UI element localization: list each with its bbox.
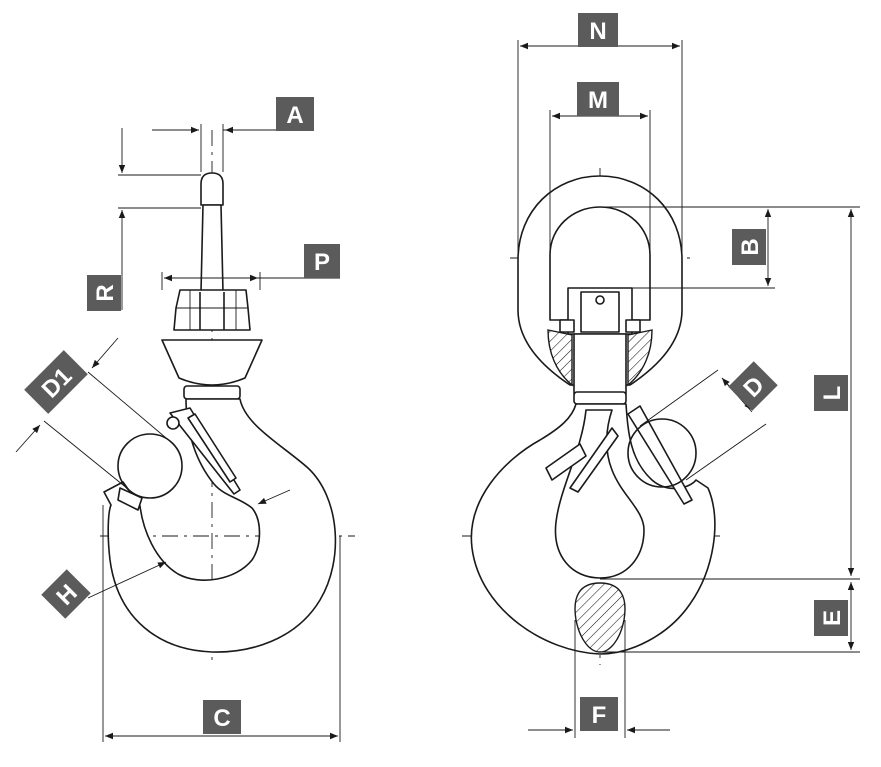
svg-text:F: F <box>592 702 607 729</box>
label-F: F <box>580 697 618 731</box>
svg-text:B: B <box>737 238 764 255</box>
label-M: M <box>577 82 619 116</box>
label-A: A <box>276 97 314 131</box>
label-N: N <box>578 13 618 47</box>
label-C: C <box>203 700 241 734</box>
load-circle-d1 <box>117 433 183 499</box>
right-safety-latch <box>627 405 693 505</box>
hook-ring <box>183 385 241 400</box>
svg-text:A: A <box>286 102 303 129</box>
left-view <box>15 124 355 742</box>
right-view <box>462 40 860 738</box>
shank-nut <box>173 289 251 331</box>
hook-collar <box>161 339 263 386</box>
label-E: E <box>814 600 848 636</box>
load-circle-d <box>627 418 697 488</box>
svg-text:P: P <box>314 249 330 276</box>
label-R: R <box>87 275 121 311</box>
label-P: P <box>304 244 340 278</box>
label-D1: D1 <box>24 350 88 414</box>
hook-body <box>103 398 337 653</box>
label-H: H <box>41 569 91 619</box>
svg-text:E: E <box>819 610 846 626</box>
shank-body <box>200 204 224 293</box>
label-D: D <box>728 361 778 411</box>
right-shank <box>573 333 627 395</box>
svg-text:R: R <box>92 284 119 301</box>
latch-pin <box>166 416 180 430</box>
label-B: B <box>732 229 766 265</box>
svg-text:C: C <box>213 705 230 732</box>
label-L: L <box>814 375 848 411</box>
safety-latch <box>169 407 241 495</box>
svg-text:L: L <box>819 386 846 401</box>
svg-text:N: N <box>589 18 606 45</box>
shank-top <box>200 172 224 206</box>
svg-text:M: M <box>588 87 608 114</box>
